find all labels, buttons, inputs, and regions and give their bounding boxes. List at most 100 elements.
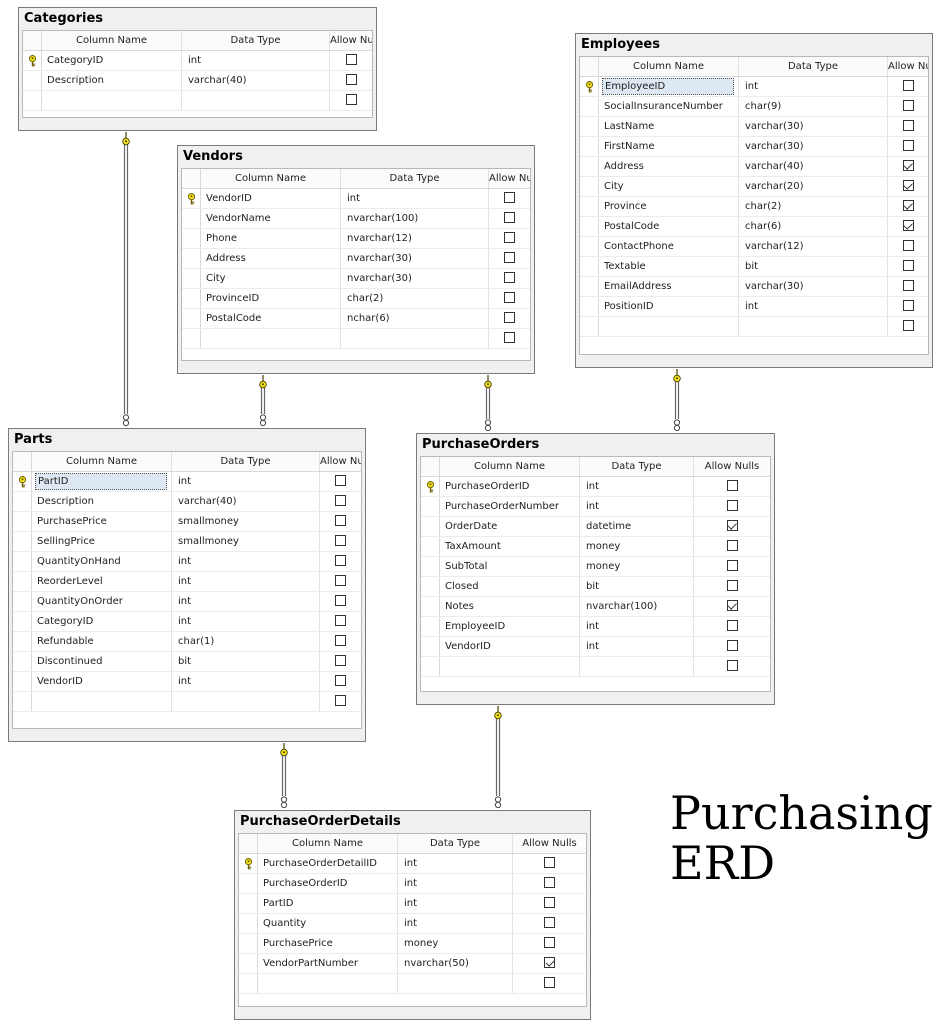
column-name[interactable]: EmployeeID (599, 77, 739, 96)
row-selector[interactable] (580, 257, 599, 276)
data-type[interactable]: int (398, 854, 513, 873)
column-name[interactable]: SellingPrice (32, 532, 172, 551)
allow-nulls-checkbox[interactable] (544, 916, 555, 928)
data-type[interactable]: char(9) (739, 97, 888, 116)
row-selector[interactable] (421, 597, 440, 616)
data-type[interactable]: int (172, 572, 320, 591)
row-selector[interactable] (182, 329, 201, 348)
row-selector[interactable] (13, 552, 32, 571)
column-name[interactable]: EmployeeID (440, 617, 580, 636)
data-type[interactable]: int (739, 77, 888, 96)
column-name[interactable]: VendorID (32, 672, 172, 691)
row-selector[interactable] (580, 277, 599, 296)
allow-nulls-checkbox[interactable] (726, 639, 738, 651)
row-selector[interactable] (13, 672, 32, 691)
allow-nulls-checkbox[interactable] (902, 259, 914, 271)
allow-nulls-checkbox[interactable] (544, 896, 555, 908)
row-selector[interactable] (23, 51, 42, 70)
allow-nulls-checkbox[interactable] (335, 594, 346, 606)
column-name[interactable]: TaxAmount (440, 537, 580, 556)
allow-nulls-checkbox[interactable] (902, 279, 914, 291)
row-selector[interactable] (580, 317, 599, 336)
empty-row[interactable] (421, 657, 770, 677)
data-type[interactable]: varchar(40) (739, 157, 888, 176)
row-selector[interactable] (182, 189, 201, 208)
data-type[interactable]: varchar(30) (739, 277, 888, 296)
allow-nulls-checkbox[interactable] (902, 299, 914, 311)
row-selector[interactable] (13, 592, 32, 611)
column-name[interactable]: Discontinued (32, 652, 172, 671)
column-name[interactable]: VendorPartNumber (258, 954, 398, 973)
data-type[interactable]: varchar(20) (739, 177, 888, 196)
column-name[interactable]: Textable (599, 257, 739, 276)
data-type[interactable]: int (341, 189, 489, 208)
data-type[interactable] (172, 692, 320, 711)
row-selector[interactable] (182, 289, 201, 308)
row-selector[interactable] (580, 217, 599, 236)
data-type[interactable]: bit (172, 652, 320, 671)
data-type[interactable]: nvarchar(50) (398, 954, 513, 973)
column-name[interactable]: Phone (201, 229, 341, 248)
column-name[interactable]: ContactPhone (599, 237, 739, 256)
allow-nulls-checkbox[interactable] (726, 659, 738, 671)
row-selector[interactable] (23, 91, 42, 110)
data-type[interactable]: int (739, 297, 888, 316)
data-type[interactable]: nchar(6) (341, 309, 489, 328)
row-selector[interactable] (421, 637, 440, 656)
allow-nulls-checkbox[interactable] (335, 614, 346, 626)
allow-nulls-checkbox[interactable] (504, 231, 515, 243)
column-name[interactable] (258, 974, 398, 993)
data-type[interactable]: int (172, 612, 320, 631)
allow-nulls-checkbox[interactable] (504, 211, 515, 223)
data-type[interactable]: nvarchar(12) (341, 229, 489, 248)
data-type[interactable]: nvarchar(30) (341, 249, 489, 268)
column-name[interactable]: City (599, 177, 739, 196)
row-selector[interactable] (580, 197, 599, 216)
data-type[interactable]: datetime (580, 517, 694, 536)
data-type[interactable]: int (580, 617, 694, 636)
column-name[interactable]: Refundable (32, 632, 172, 651)
row-selector[interactable] (13, 632, 32, 651)
allow-nulls-checkbox[interactable] (902, 159, 914, 171)
allow-nulls-checkbox[interactable] (726, 619, 738, 631)
data-type[interactable] (580, 657, 694, 676)
column-name[interactable]: QuantityOnOrder (32, 592, 172, 611)
data-type[interactable]: money (580, 557, 694, 576)
allow-nulls-checkbox[interactable] (902, 119, 914, 131)
empty-row[interactable] (239, 974, 586, 994)
column-name[interactable]: SocialInsuranceNumber (599, 97, 739, 116)
data-type[interactable]: varchar(30) (739, 137, 888, 156)
allow-nulls-checkbox[interactable] (726, 579, 738, 591)
allow-nulls-checkbox[interactable] (544, 936, 555, 948)
allow-nulls-checkbox[interactable] (335, 494, 346, 506)
allow-nulls-checkbox[interactable] (726, 599, 738, 611)
allow-nulls-checkbox[interactable] (335, 634, 346, 646)
data-type[interactable]: bit (739, 257, 888, 276)
column-name[interactable]: PurchaseOrderNumber (440, 497, 580, 516)
column-name[interactable]: PurchaseOrderID (258, 874, 398, 893)
row-selector[interactable] (182, 249, 201, 268)
data-type[interactable]: int (172, 592, 320, 611)
row-selector[interactable] (421, 557, 440, 576)
